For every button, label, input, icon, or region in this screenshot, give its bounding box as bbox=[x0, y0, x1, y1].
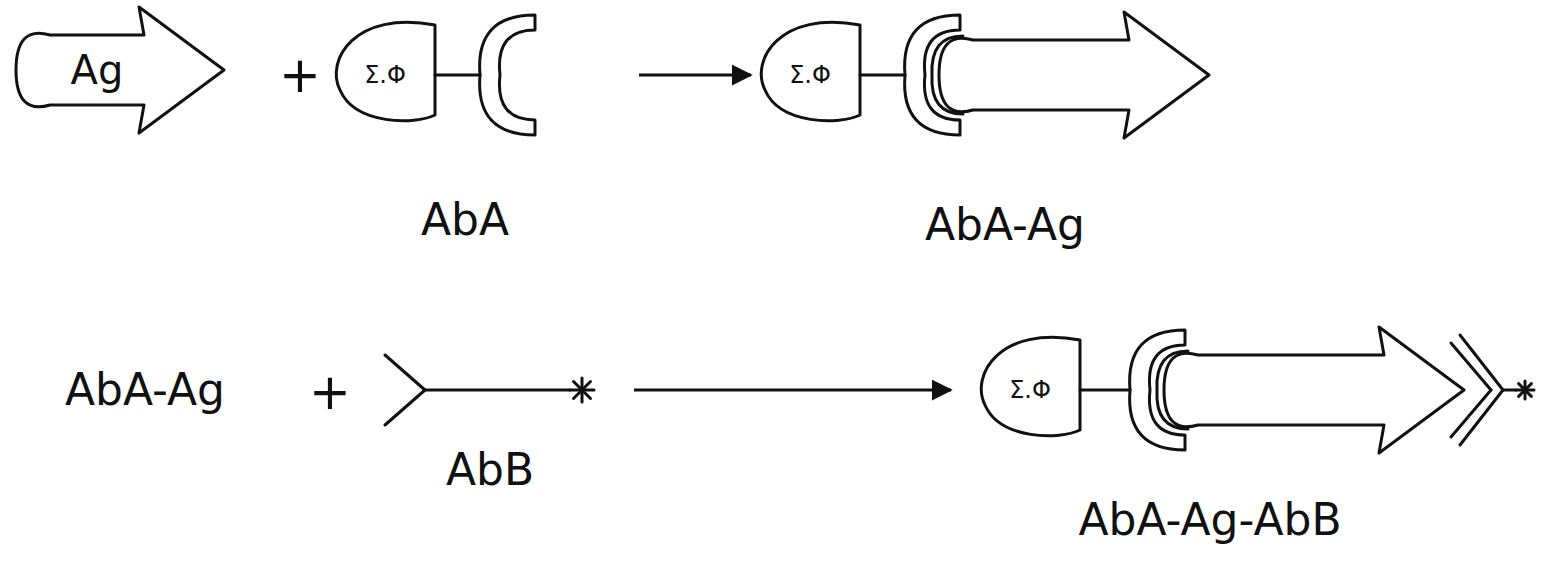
antigen-shape bbox=[939, 12, 1209, 138]
reaction-arrow bbox=[639, 74, 751, 77]
binding-line bbox=[1157, 351, 1188, 429]
antibody-stem bbox=[425, 389, 570, 392]
molecule-shape: AbB bbox=[380, 330, 630, 495]
antigen-shape bbox=[16, 7, 224, 133]
molecule-label: AbA-Ag bbox=[925, 201, 1085, 249]
solid-phase-symbol: Σ.Φ bbox=[789, 62, 831, 88]
solid-phase-symbol: Σ.Φ bbox=[1009, 377, 1051, 403]
linker-line bbox=[435, 74, 480, 77]
antigen-shape bbox=[1164, 327, 1464, 453]
antibody-arm bbox=[1451, 343, 1491, 390]
solid-phase bbox=[761, 22, 860, 120]
complex-label: AbA-Ag bbox=[65, 366, 225, 414]
antibody-stem bbox=[1503, 389, 1516, 392]
antibody-arm bbox=[385, 390, 425, 425]
label-star bbox=[574, 382, 591, 399]
plus-sign: + bbox=[279, 48, 321, 103]
linker-line bbox=[1080, 389, 1130, 392]
antibody-complex: Σ.Φ AbA-Ag-AbB bbox=[955, 325, 1540, 550]
antibody-complex: Σ.Φ AbA bbox=[335, 20, 635, 245]
antibody-site bbox=[480, 15, 535, 135]
linker-line bbox=[860, 74, 905, 77]
antibody-arm bbox=[385, 355, 425, 390]
binding-line bbox=[932, 36, 963, 114]
reaction-arrow bbox=[634, 389, 951, 392]
molecule-label: Ag bbox=[71, 48, 124, 92]
solid-phase bbox=[336, 22, 435, 120]
plus-sign: + bbox=[309, 365, 351, 420]
antibody-complex: Σ.Φ AbA-Ag bbox=[755, 15, 1215, 250]
antibody-arm bbox=[1451, 390, 1491, 437]
molecule-label: AbA bbox=[421, 196, 509, 244]
solid-phase-symbol: Σ.Φ bbox=[364, 62, 406, 88]
solid-phase bbox=[981, 337, 1080, 435]
molecule-label: AbB bbox=[446, 446, 534, 494]
molecule-shape: Ag bbox=[12, 5, 232, 140]
molecule-label: AbA-Ag-AbB bbox=[1078, 496, 1341, 544]
label-star bbox=[1519, 384, 1532, 397]
